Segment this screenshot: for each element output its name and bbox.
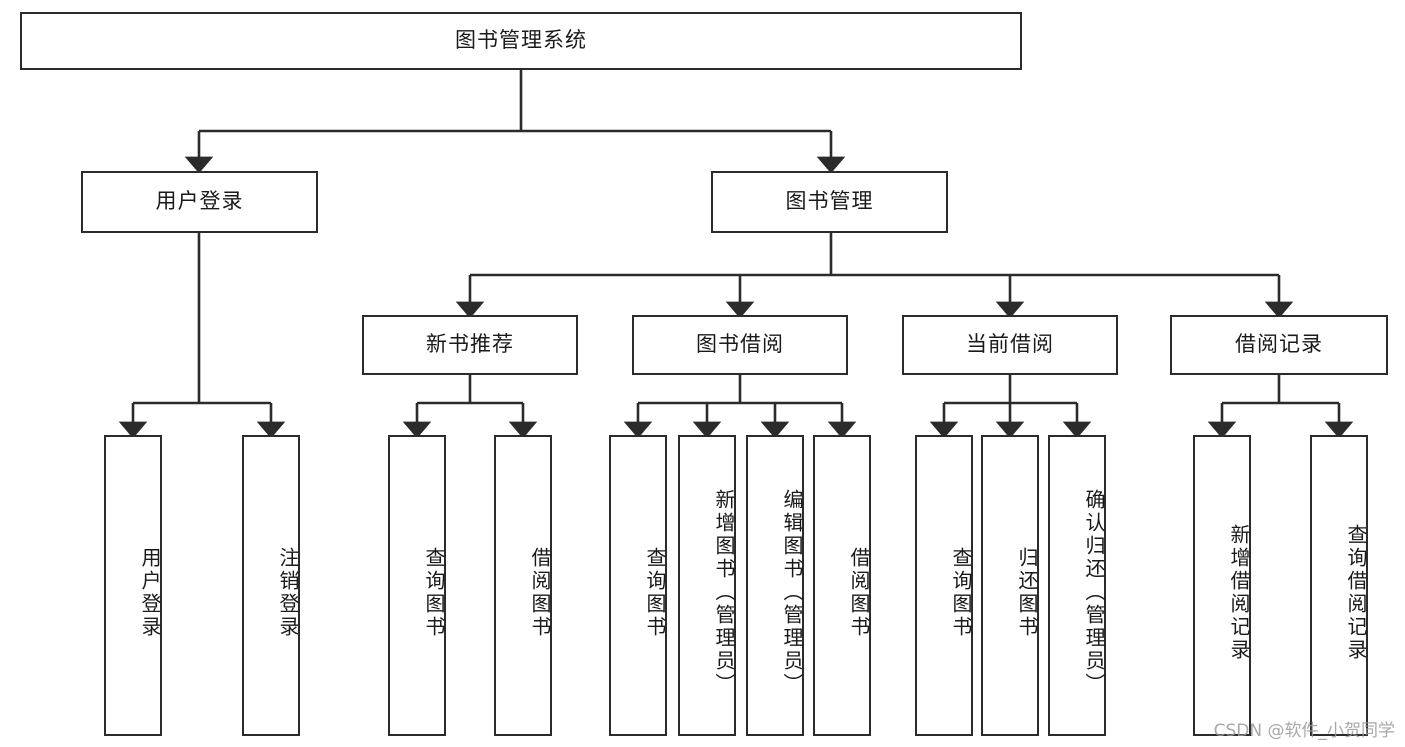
node-label: 查询图书 [949, 546, 973, 639]
leaf-borrow-add-book-admin[interactable]: 新增图书（管理员） [678, 435, 736, 736]
node-label: 查询借阅记录 [1344, 523, 1368, 662]
node-label: 借阅记录 [1235, 332, 1323, 357]
leaf-recommend-borrow-book[interactable]: 借阅图书 [494, 435, 552, 736]
leaf-user-login-logout[interactable]: 注销登录 [242, 435, 300, 736]
node-label: 借阅图书 [847, 546, 871, 639]
leaf-user-login-login[interactable]: 用户登录 [104, 435, 162, 736]
leaf-recommend-query-book[interactable]: 查询图书 [388, 435, 446, 736]
leaf-borrow-edit-book-admin[interactable]: 编辑图书（管理员） [746, 435, 804, 736]
leaf-current-return-book[interactable]: 归还图书 [981, 435, 1039, 736]
node-label: 查询图书 [422, 546, 446, 639]
node-label: 当前借阅 [966, 332, 1054, 357]
node-label: 注销登录 [276, 546, 300, 639]
watermark: CSDN @软件_小贺同学 [1213, 721, 1395, 741]
node-label: 归还图书 [1015, 546, 1039, 639]
node-label: 新增借阅记录 [1227, 523, 1251, 662]
node-label: 图书管理系统 [455, 28, 587, 53]
leaf-record-add-record[interactable]: 新增借阅记录 [1193, 435, 1251, 736]
node-current-borrow[interactable]: 当前借阅 [902, 315, 1118, 375]
leaf-current-confirm-return-admin[interactable]: 确认归还（管理员） [1048, 435, 1106, 736]
node-new-book-recommend[interactable]: 新书推荐 [362, 315, 578, 375]
leaf-borrow-borrow-book[interactable]: 借阅图书 [813, 435, 871, 736]
node-label: 新增图书（管理员） [712, 489, 736, 696]
node-label: 编辑图书（管理员） [780, 489, 804, 696]
node-user-login[interactable]: 用户登录 [81, 171, 318, 233]
node-label: 查询图书 [643, 546, 667, 639]
node-label: 借阅图书 [528, 546, 552, 639]
leaf-borrow-query-book[interactable]: 查询图书 [609, 435, 667, 736]
node-borrow-record[interactable]: 借阅记录 [1170, 315, 1388, 375]
leaf-current-query-book[interactable]: 查询图书 [915, 435, 973, 736]
node-book-management[interactable]: 图书管理 [711, 171, 948, 233]
node-root-system[interactable]: 图书管理系统 [20, 12, 1022, 70]
node-label: 用户登录 [138, 546, 162, 639]
node-label: 新书推荐 [426, 332, 514, 357]
node-book-borrow[interactable]: 图书借阅 [632, 315, 848, 375]
node-label: 图书管理 [785, 189, 874, 214]
leaf-record-query-record[interactable]: 查询借阅记录 [1310, 435, 1368, 736]
node-label: 确认归还（管理员） [1082, 489, 1106, 696]
node-label: 图书借阅 [696, 332, 784, 357]
node-label: 用户登录 [155, 189, 244, 214]
